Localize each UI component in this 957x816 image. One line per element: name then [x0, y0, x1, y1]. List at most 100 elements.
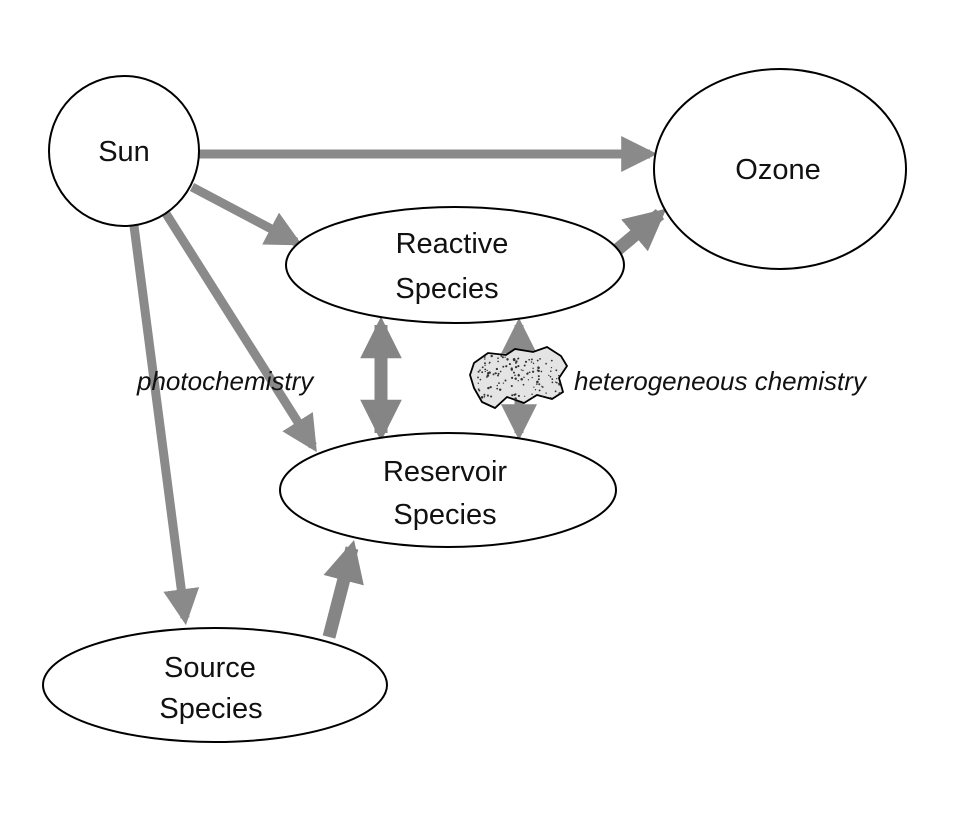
particle-dot [517, 357, 519, 360]
reservoir-species-label-line1: Reservoir [383, 456, 507, 488]
particle-dot [555, 381, 557, 383]
particle-dot [479, 378, 482, 381]
particle-dot [505, 365, 508, 368]
particle-dot [517, 394, 520, 397]
particle-dot [536, 369, 539, 371]
node-sun: Sun [48, 75, 200, 227]
particle-dot [520, 369, 522, 371]
particle-dot [498, 382, 500, 384]
particle-dot [528, 358, 531, 361]
particle-dot [497, 360, 499, 363]
photochemistry-label: photochemistry [136, 366, 315, 396]
particle-dot [550, 370, 552, 372]
particle-dot [548, 374, 550, 377]
particle-dot [555, 369, 558, 372]
ozone-label: Ozone [735, 154, 820, 186]
particle-dot [523, 364, 526, 367]
particle-dot [483, 393, 486, 396]
arrows [129, 136, 667, 639]
arrow-source-to-reservoir [322, 539, 364, 639]
particle-dot [527, 372, 529, 374]
particle-dot [483, 396, 486, 398]
particle-dot [487, 386, 490, 390]
particle-dot [484, 362, 486, 365]
particle-dot [497, 357, 499, 360]
particle-dot [490, 354, 493, 358]
particle-dot [514, 397, 517, 400]
sun-label: Sun [98, 136, 150, 168]
particle-dot [504, 379, 507, 382]
reactive-species-label-line2: Species [395, 273, 498, 305]
particle-dot [537, 378, 540, 381]
particle-dot [558, 384, 560, 386]
source-species-label-line2: Species [159, 693, 262, 725]
particle-dot [528, 371, 531, 374]
particle-dot [527, 379, 530, 381]
particle-dot [483, 355, 486, 358]
particle-dot [545, 362, 547, 365]
particle-dot [549, 375, 552, 378]
particle-dot [530, 361, 533, 363]
particle-dot [556, 381, 558, 384]
node-ozone: Ozone [653, 68, 907, 270]
particle-dot [504, 356, 506, 358]
particle-dot [520, 377, 523, 381]
particle-dot [533, 386, 535, 388]
particle-dot [513, 371, 515, 374]
particle-dot [502, 365, 505, 368]
particle-dot [486, 374, 490, 377]
arrow-sun-to-reactive [189, 183, 303, 246]
particle-dot [495, 372, 497, 374]
particle-dot [532, 362, 535, 365]
arrow-sun-to-reservoir [161, 209, 317, 453]
particle-dot [484, 358, 486, 360]
particle-dot [510, 384, 513, 388]
particle-dot [545, 392, 547, 394]
particle-dot [538, 389, 541, 392]
particle-dot [536, 380, 539, 384]
particle-dot [524, 395, 526, 397]
particle-dot [532, 367, 534, 370]
particle-dot [536, 359, 539, 362]
heterogeneous-chemistry-label: heterogeneous chemistry [574, 366, 868, 396]
particle-dot [490, 395, 493, 398]
particle-dot [517, 374, 520, 377]
particle-dot [488, 361, 491, 364]
particle-icon [469, 346, 569, 410]
particle-dot [484, 364, 486, 366]
particle-dot [558, 382, 561, 386]
particle-dot [539, 358, 541, 360]
particle-dot [524, 360, 528, 363]
particle-dot [480, 396, 484, 399]
particle-dots [477, 354, 561, 401]
particle-dot [541, 385, 543, 388]
sun-circle [48, 75, 200, 227]
particle-dot [502, 382, 505, 384]
particle-dot [486, 376, 488, 378]
source-species-label-line1: Source [164, 652, 256, 684]
particle-dot [499, 370, 502, 373]
particle-dot [495, 367, 499, 371]
particle-dot [514, 365, 518, 369]
particle-dot [549, 396, 552, 399]
particle-dot [531, 393, 533, 396]
particle-dot [514, 374, 516, 377]
particle-dot [499, 388, 502, 391]
particle-dot [515, 393, 517, 395]
ozone-circle [653, 68, 907, 270]
node-reservoir-species: Reservoir Species [279, 432, 617, 548]
particle-dot [511, 394, 514, 397]
particle-dot [531, 370, 535, 373]
particle-dot [477, 370, 480, 373]
particle-dot [506, 358, 509, 361]
reservoir-species-label-line2: Species [393, 499, 496, 531]
source-species-ellipse [42, 627, 388, 743]
particle-dot [497, 372, 500, 375]
particle-dot [517, 365, 520, 368]
particle-dot [477, 382, 479, 384]
particle-dot [537, 366, 540, 369]
particle-dot [538, 383, 541, 386]
node-reactive-species: Reactive Species [285, 206, 625, 324]
particle-dot [477, 376, 479, 379]
